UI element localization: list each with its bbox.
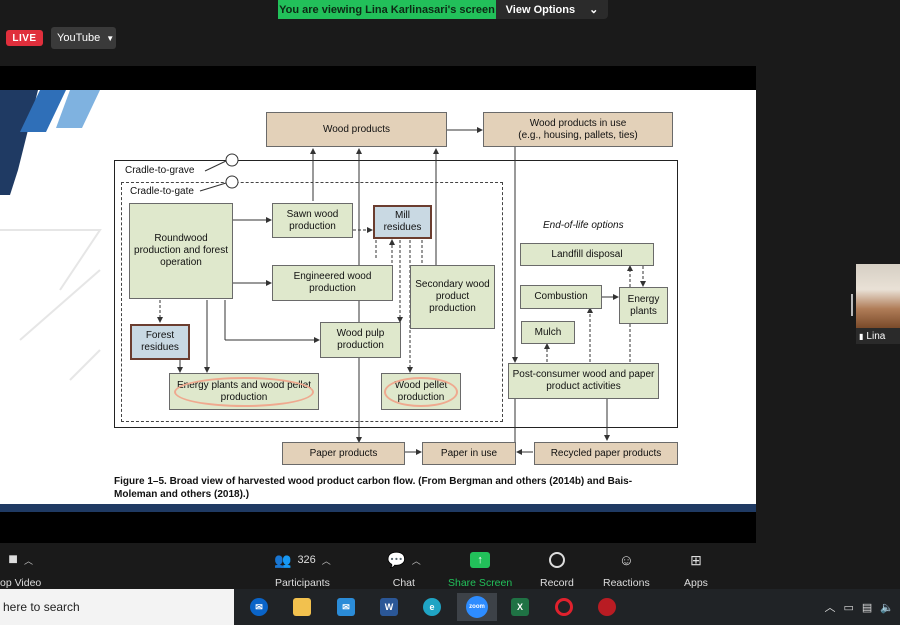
taskbar-app-icon[interactable] bbox=[589, 593, 625, 621]
box-wood-pulp: Wood pulp production bbox=[320, 322, 401, 358]
figure-caption: Figure 1–5. Broad view of harvested wood… bbox=[114, 476, 633, 500]
apps-button[interactable]: ⊞ Apps bbox=[684, 549, 708, 590]
box-sawn-wood: Sawn wood production bbox=[272, 203, 353, 238]
caret-up-icon[interactable]: ︿ bbox=[23, 555, 33, 566]
slide-footer-bar bbox=[0, 504, 756, 512]
taskbar-search-box[interactable]: here to search bbox=[0, 589, 234, 625]
box-forest-residues: Forest residues bbox=[130, 324, 190, 360]
record-button[interactable]: Record bbox=[540, 549, 574, 589]
viewing-message: You are viewing Lina Karlinasari's scree… bbox=[278, 0, 496, 19]
live-badge[interactable]: LIVE bbox=[6, 30, 43, 46]
participant-video bbox=[856, 264, 900, 328]
apps-icon: ⊞ bbox=[690, 551, 702, 568]
signal-bars-icon: ▮ bbox=[859, 332, 864, 341]
view-options-button[interactable]: View Options ⌄ bbox=[496, 0, 608, 19]
box-roundwood: Roundwood production and forest operatio… bbox=[129, 203, 233, 299]
highlight-oval-pellet bbox=[384, 377, 458, 407]
chevron-up-icon[interactable]: ︿ bbox=[824, 602, 836, 614]
cradle-to-grave-frame bbox=[114, 160, 678, 428]
participant-name-tag: ▮ Lina bbox=[859, 331, 885, 342]
shared-screen: Cradle-to-grave Cradle-to-gate End-of-li… bbox=[0, 66, 756, 543]
flow-arrows bbox=[157, 127, 646, 455]
chat-button[interactable]: 💬 ︿ Chat bbox=[387, 549, 421, 589]
box-paper-in-use: Paper in use bbox=[422, 442, 516, 465]
participant-count: 326 bbox=[297, 554, 316, 566]
stop-video-button[interactable]: ■ ︿ op Video bbox=[0, 549, 41, 589]
panel-resize-handle[interactable] bbox=[851, 294, 853, 316]
taskbar-file-explorer-icon[interactable] bbox=[284, 593, 320, 621]
highlight-oval-energy bbox=[174, 377, 314, 407]
taskbar-outlook-icon[interactable]: ✉ bbox=[328, 593, 364, 621]
box-mill-residues: Mill residues bbox=[373, 205, 432, 239]
speaker-icon[interactable]: 🔈 bbox=[880, 601, 894, 614]
taskbar-opera-icon[interactable] bbox=[546, 593, 582, 621]
system-tray: ︿ ▭ ▤ 🔈 bbox=[824, 589, 894, 625]
screen-share-banner: You are viewing Lina Karlinasari's scree… bbox=[278, 0, 608, 19]
participants-button[interactable]: 👥 326 ︿ Participants bbox=[274, 549, 331, 590]
participant-video-thumbnail[interactable]: ▮ Lina bbox=[856, 264, 900, 344]
search-placeholder: here to search bbox=[3, 600, 80, 614]
box-landfill: Landfill disposal bbox=[520, 243, 654, 266]
stream-destination-label: YouTube bbox=[57, 32, 101, 44]
record-label: Record bbox=[540, 577, 574, 589]
box-energy-plants: Energy plants bbox=[619, 287, 668, 324]
view-options-label: View Options bbox=[505, 3, 576, 16]
apps-label: Apps bbox=[684, 577, 708, 589]
monitor-icon[interactable]: ▤ bbox=[861, 601, 873, 614]
cradle-to-gate-frame bbox=[121, 182, 503, 422]
chat-icon: 💬 bbox=[387, 552, 406, 569]
box-paper-products: Paper products bbox=[282, 442, 405, 465]
caret-up-icon[interactable]: ︿ bbox=[411, 555, 421, 566]
participants-icon: 👥 bbox=[274, 551, 292, 568]
participant-name: Lina bbox=[866, 331, 886, 342]
box-post-consumer: Post-consumer wood and paper product act… bbox=[508, 363, 659, 399]
record-icon bbox=[548, 552, 565, 568]
windows-taskbar: here to search ✉ ✉ W e zoom X ︿ ▭ ▤ 🔈 bbox=[0, 589, 900, 625]
end-of-life-label: End-of-life options bbox=[543, 220, 624, 231]
cradle-to-grave-label: Cradle-to-grave bbox=[123, 165, 197, 176]
participants-label: Participants bbox=[274, 577, 330, 589]
stop-video-label: op Video bbox=[0, 577, 42, 589]
share-screen-icon: ↑ bbox=[470, 552, 491, 568]
chat-label: Chat bbox=[392, 577, 415, 589]
presentation-slide: Cradle-to-grave Cradle-to-gate End-of-li… bbox=[0, 90, 756, 512]
share-screen-label: Share Screen bbox=[448, 577, 513, 589]
chevron-down-icon: ⌄ bbox=[589, 4, 599, 16]
reactions-label: Reactions bbox=[603, 577, 650, 589]
taskbar-edge-icon[interactable]: e bbox=[414, 593, 450, 621]
reactions-button[interactable]: ☺ Reactions bbox=[603, 549, 650, 590]
slide-decoration-lines bbox=[0, 229, 102, 381]
slide-decoration bbox=[0, 90, 100, 195]
emoji-plus-icon: ☺ bbox=[618, 551, 635, 569]
box-recycled-paper: Recycled paper products bbox=[534, 442, 678, 465]
cradle-to-gate-label: Cradle-to-gate bbox=[128, 186, 196, 197]
taskbar-word-icon[interactable]: W bbox=[371, 593, 407, 621]
box-wood-products: Wood products bbox=[266, 112, 447, 147]
taskbar-mail-icon[interactable]: ✉ bbox=[241, 593, 277, 621]
box-secondary-wood: Secondary wood product production bbox=[410, 265, 495, 329]
video-camera-icon: ■ bbox=[8, 551, 18, 568]
caret-up-icon[interactable]: ︿ bbox=[321, 555, 331, 566]
stream-destination-dropdown[interactable]: YouTube ▼ bbox=[51, 27, 116, 49]
box-wood-products-in-use: Wood products in use (e.g., housing, pal… bbox=[483, 112, 673, 147]
box-mulch: Mulch bbox=[521, 321, 575, 344]
share-screen-button[interactable]: ↑ Share Screen bbox=[448, 549, 512, 589]
box-combustion: Combustion bbox=[520, 285, 602, 309]
box-engineered-wood: Engineered wood production bbox=[272, 265, 393, 301]
taskbar-excel-icon[interactable]: X bbox=[502, 593, 538, 621]
network-icon[interactable]: ▭ bbox=[843, 601, 854, 614]
taskbar-zoom-icon[interactable]: zoom bbox=[457, 593, 497, 621]
caret-down-icon: ▼ bbox=[106, 33, 115, 43]
meeting-toolbar: ■ ︿ op Video 👥 326 ︿ Participants 💬 ︿ Chat ↑… bbox=[0, 545, 900, 589]
